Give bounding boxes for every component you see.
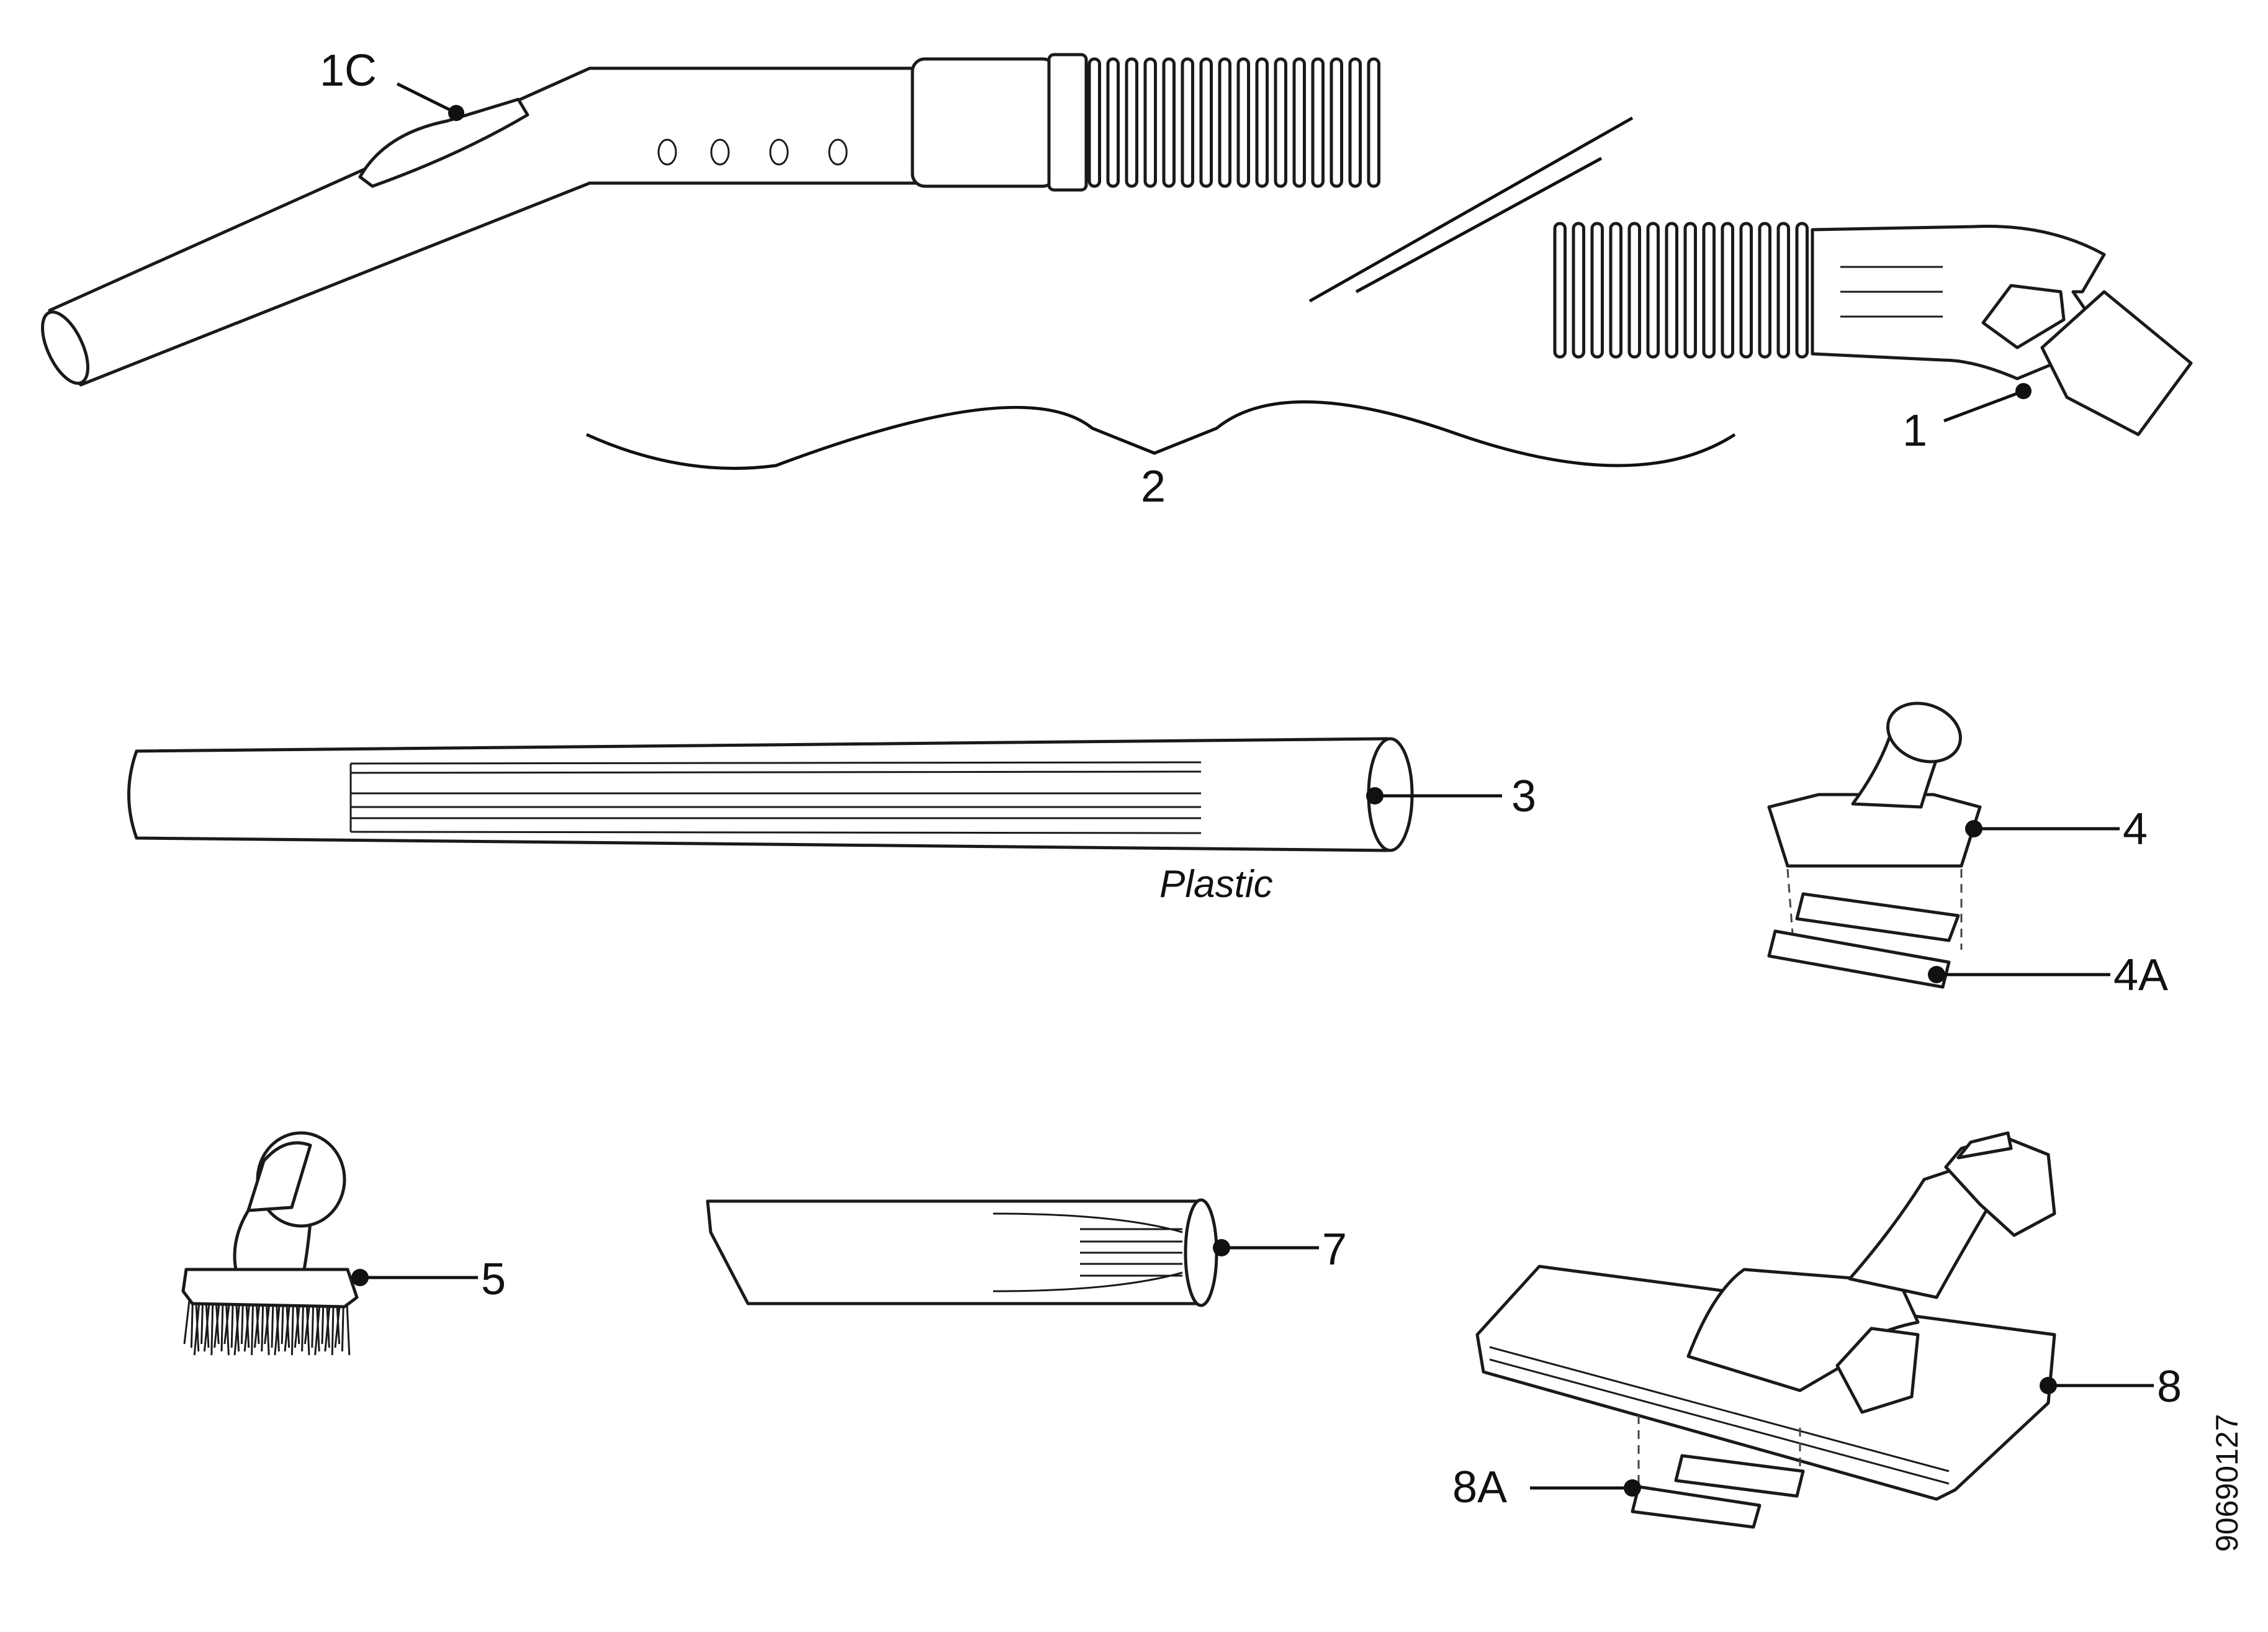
hose-rib [1739,222,1753,359]
brush-bristle [341,1300,344,1352]
hose-rib [1330,57,1343,188]
label-4: 4 [2123,805,2148,854]
brush-bristle [274,1300,281,1356]
hose-rib [1627,222,1641,359]
leader-1 [1943,389,2024,423]
label-1: 1 [1902,406,1927,456]
brush-bristle [324,1300,331,1352]
brush-bristle [200,1300,204,1345]
dusting-brush-icon [181,1131,359,1356]
leader-1c [396,82,457,115]
hose-rib [1199,57,1213,188]
label-8a: 8A [1452,1463,1507,1512]
label-1c: 1C [320,46,377,96]
brush-bristle [284,1300,291,1352]
hose-handle-icon [1553,222,2193,436]
brush-bristle [311,1300,315,1348]
brush-bristle [233,1300,241,1356]
hose-break-line [1308,116,1634,303]
brush-bristle [290,1300,294,1356]
brush-bristle [301,1300,305,1352]
hose-rib [1590,222,1604,359]
hose-rib [1292,57,1306,188]
brush-bristle [210,1300,214,1356]
brush-bristle [240,1300,244,1345]
brush-bristle [294,1300,301,1348]
brush-bristle [193,1300,200,1356]
hose-rib [1553,222,1567,359]
brush-bristle [331,1300,335,1356]
hose-rib [1218,57,1231,188]
label-3: 3 [1511,772,1536,821]
hose-rib [1646,222,1660,359]
label-5: 5 [481,1255,506,1304]
hose-rib [1683,222,1697,359]
hose-rib [1795,222,1809,359]
brush-bristle [183,1300,191,1345]
crevice-tool-icon [706,1198,1218,1307]
brush-bristle [271,1300,274,1348]
hose-rib [1236,57,1250,188]
brush-bristle [251,1300,254,1356]
brush-bristle [253,1300,261,1348]
hose-rib [1702,222,1716,359]
hose-rib [1311,57,1325,188]
hose-rib [1758,222,1771,359]
hose-rib [1665,222,1678,359]
extension-tube-icon [127,737,1414,852]
brush-bristle [264,1300,271,1345]
brush-bristle [190,1300,194,1348]
upholstery-nozzle-icon [1767,701,1982,989]
telescopic-wand-icon [41,53,1380,387]
label-7: 7 [1322,1225,1347,1274]
brush-bristle [225,1300,230,1356]
hose-rib [1274,57,1287,188]
hose-rib [1106,57,1120,188]
hose-rib [1087,57,1101,188]
brush-bristle [314,1300,322,1356]
hose-rib [1162,57,1176,188]
floor-nozzle-icon [1475,1131,2056,1529]
hose-break-line [1355,156,1603,294]
hose-rib [1255,57,1269,188]
hose-rib [1125,57,1138,188]
hose-rib [1348,57,1362,188]
hose-rib [1181,57,1194,188]
brush-bristle [243,1300,251,1352]
label-2: 2 [1141,462,1166,512]
brush-bristle [281,1300,284,1345]
brace-2 [585,400,1736,470]
brush-bristle [220,1300,224,1352]
brush-bristle [261,1300,264,1352]
brush-bristle [214,1300,221,1348]
hose-rib [1609,222,1622,359]
hose-rib [1367,57,1380,188]
brush-bristle [223,1300,231,1345]
label-4a: 4A [2113,950,2168,1000]
hose-rib [1572,222,1585,359]
brush-bristle [304,1300,311,1345]
brush-bristle [305,1300,310,1356]
hose-rib [1143,57,1157,188]
drawing-code: 90690127 [2210,1414,2244,1552]
brush-bristle [230,1300,234,1348]
brush-bristle [334,1300,341,1348]
hose-rib [1776,222,1790,359]
brush-bristle [203,1300,210,1352]
hose-rib [1721,222,1734,359]
brush-bristle [265,1300,270,1356]
label-8: 8 [2157,1362,2182,1412]
brush-bristle [346,1300,351,1356]
material-note: Plastic [1159,863,1273,906]
